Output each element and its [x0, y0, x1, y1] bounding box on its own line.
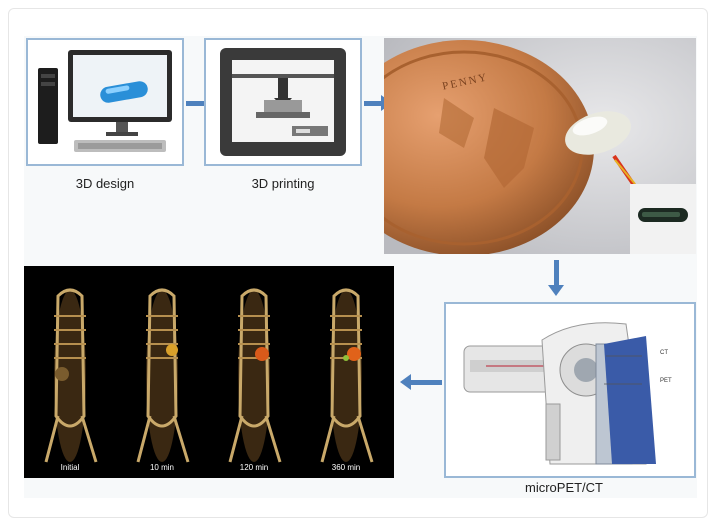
scan-frame [44, 288, 98, 463]
arrow-design-to-printing [186, 95, 216, 111]
printing-panel [204, 38, 362, 166]
design-panel [26, 38, 184, 166]
arrow-photo-to-scanner [548, 260, 564, 296]
scanner-caption: microPET/CT [525, 480, 603, 495]
scan-results-panel: Initial 10 min 120 min 360 min [24, 266, 394, 478]
scan-frame [136, 288, 190, 463]
scan-frame [228, 288, 282, 463]
scan-timepoint-label: Initial [61, 463, 80, 472]
design-caption: 3D design [75, 176, 135, 191]
scan-timepoint-label: 360 min [332, 463, 360, 472]
computer-icon [38, 50, 172, 152]
scanner-icon [463, 322, 656, 465]
capsule-photo: PENNY [384, 38, 696, 254]
workflow-figure: 3D design 3D printing [24, 36, 697, 498]
scan-frame [320, 288, 374, 463]
printing-caption: 3D printing [251, 176, 315, 191]
arrow-scanner-to-scans [400, 374, 442, 390]
arrow-printing-to-photo [364, 95, 392, 111]
scanner-panel: CT PET [444, 302, 696, 478]
pet-label: PET [660, 378, 672, 384]
scan-timepoint-label: 120 min [240, 463, 268, 472]
ct-label: CT [660, 350, 668, 356]
scan-timepoint-label: 10 min [150, 463, 174, 472]
printer-icon [220, 48, 346, 156]
